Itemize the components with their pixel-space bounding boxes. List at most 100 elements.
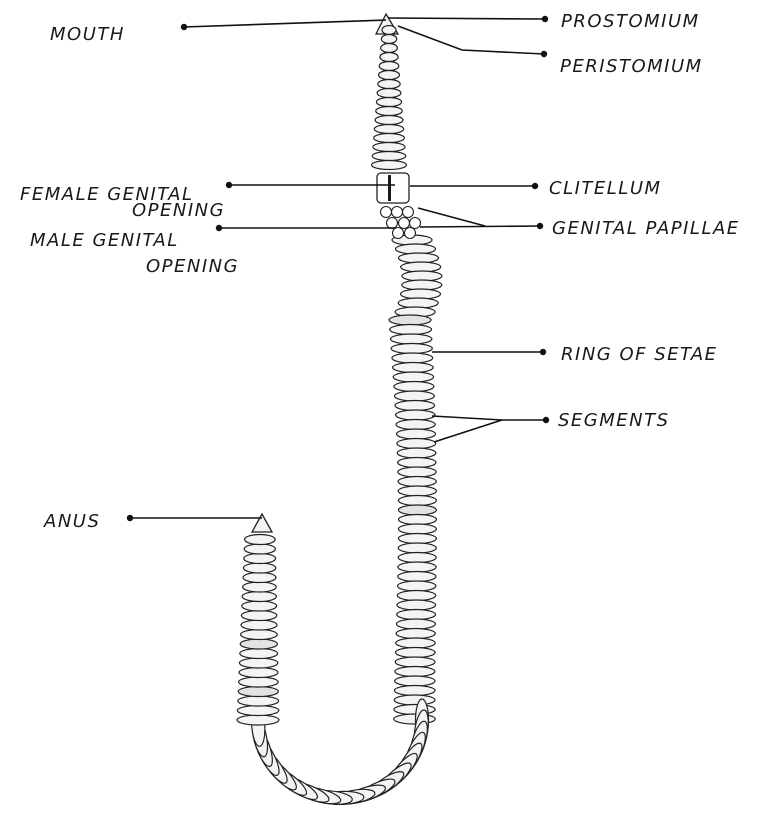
- body-segment: [239, 668, 278, 678]
- peristomium-dot: [541, 51, 547, 57]
- body-segment: [381, 35, 396, 44]
- body-segment: [397, 429, 436, 439]
- genital-papilla: [410, 218, 421, 229]
- body-segment: [397, 439, 436, 449]
- genital-papilla: [399, 218, 410, 229]
- body-segment: [398, 467, 436, 477]
- body-segment: [375, 116, 403, 125]
- body-segment: [244, 544, 275, 554]
- body-segment: [376, 107, 403, 116]
- body-segment: [372, 161, 407, 170]
- body-segment: [237, 715, 279, 725]
- body-segment: [398, 477, 436, 487]
- body-segment: [242, 601, 277, 611]
- body-segment: [398, 458, 436, 468]
- papillae-dot: [537, 223, 543, 229]
- body-segment: [244, 554, 276, 564]
- genital-papilla: [392, 207, 403, 218]
- prostomium-leader: [388, 18, 545, 19]
- genital-papilla: [393, 228, 404, 239]
- body-segment: [243, 563, 275, 573]
- papillae-leader-1: [418, 208, 485, 226]
- body-segment: [238, 696, 279, 706]
- body-segment: [398, 505, 436, 515]
- body-segment: [245, 535, 276, 545]
- mouth-dot: [181, 24, 187, 30]
- label-segments: SEGMENTS: [558, 410, 670, 431]
- body-segment: [395, 676, 435, 686]
- body-segment: [241, 620, 277, 630]
- body-segment: [395, 657, 435, 667]
- body-segment: [399, 515, 437, 525]
- papillae-leader-2: [420, 226, 540, 227]
- genital-papillae-group: [381, 207, 421, 239]
- label-clitellum: CLITELLUM: [549, 178, 662, 199]
- body-segment: [394, 382, 434, 392]
- label-anus: ANUS: [43, 511, 100, 532]
- body-segment: [398, 524, 436, 534]
- label-prostomium: PROSTOMIUM: [561, 11, 700, 32]
- body-segment: [374, 134, 405, 143]
- body-segment: [243, 573, 276, 583]
- body-segment: [396, 420, 435, 430]
- prostomium-dot: [542, 16, 548, 22]
- body-segment: [398, 562, 436, 572]
- label-male-genital-line2: OPENING: [146, 256, 239, 277]
- body-segment: [394, 705, 435, 715]
- mouth-leader: [184, 20, 386, 27]
- body-segment: [377, 89, 401, 98]
- genital-papilla: [403, 207, 414, 218]
- setae-dot: [540, 349, 546, 355]
- label-ring-of-setae: RING OF SETAE: [561, 344, 718, 365]
- body-segment: [391, 334, 432, 344]
- body-segment: [397, 610, 436, 620]
- body-segment: [379, 62, 399, 71]
- peristomium-leader: [398, 26, 544, 54]
- segments-dot: [543, 417, 549, 423]
- body-segment: [394, 686, 435, 696]
- body-segment: [396, 648, 436, 658]
- male-genital-dot: [216, 225, 222, 231]
- segments-leader-2: [434, 420, 502, 442]
- body-segment: [239, 677, 279, 687]
- body-segment: [238, 687, 278, 697]
- body-segment: [396, 410, 435, 420]
- body-segment: [242, 592, 276, 602]
- label-male-genital-line1: MALE GENITAL: [30, 230, 179, 251]
- body-segment: [389, 315, 431, 325]
- body-segment: [390, 325, 432, 335]
- body-segment: [398, 572, 436, 582]
- body-segment: [379, 71, 400, 80]
- genital-papilla: [387, 218, 398, 229]
- body-segment: [397, 448, 436, 458]
- label-mouth: MOUTH: [50, 24, 125, 45]
- label-female-genital-line2: OPENING: [132, 200, 225, 221]
- body-segment: [398, 486, 436, 496]
- body-segment: [395, 667, 435, 677]
- body-segment: [392, 353, 433, 363]
- body-segment: [391, 344, 432, 354]
- segments-leader: [432, 416, 546, 420]
- body-segment: [376, 98, 401, 107]
- label-peristomium: PERISTOMIUM: [560, 56, 703, 77]
- body-segment: [398, 496, 436, 506]
- clitellum-band: [377, 173, 409, 203]
- body-segment: [396, 638, 435, 648]
- body-segment: [243, 582, 277, 592]
- body-segment: [396, 629, 435, 639]
- label-genital-papillae: GENITAL PAPILLAE: [552, 218, 740, 239]
- anus-dot: [127, 515, 133, 521]
- body-segment: [380, 53, 398, 62]
- genital-papilla: [381, 207, 392, 218]
- clitellum-dot: [532, 183, 538, 189]
- labels: MOUTH PROSTOMIUM PERISTOMIUM FEMALE GENI…: [20, 11, 740, 532]
- body-segment: [240, 649, 278, 659]
- body-segment: [393, 363, 434, 373]
- worm-body: [237, 14, 442, 807]
- body-segment: [372, 152, 406, 161]
- body-segment: [373, 143, 405, 152]
- body-segment: [395, 401, 435, 411]
- body-segment: [398, 534, 436, 544]
